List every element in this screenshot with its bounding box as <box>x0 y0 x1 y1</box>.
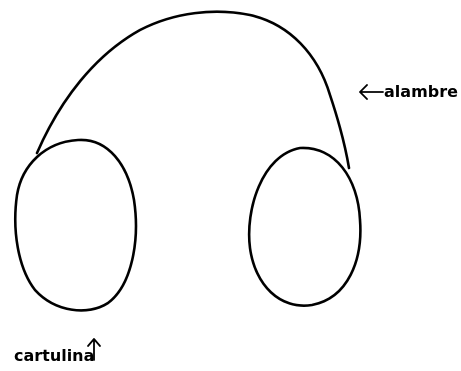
left-arrow-icon <box>360 85 383 99</box>
wire-label: alambre <box>384 82 458 101</box>
wire-label-group: alambre <box>360 82 458 101</box>
cardboard-label-group: cartulina <box>14 339 100 365</box>
cardboard-label: cartulina <box>14 346 94 365</box>
right-ear-cup <box>249 148 360 306</box>
left-ear-cup <box>15 140 136 311</box>
wire-headband <box>37 12 349 168</box>
